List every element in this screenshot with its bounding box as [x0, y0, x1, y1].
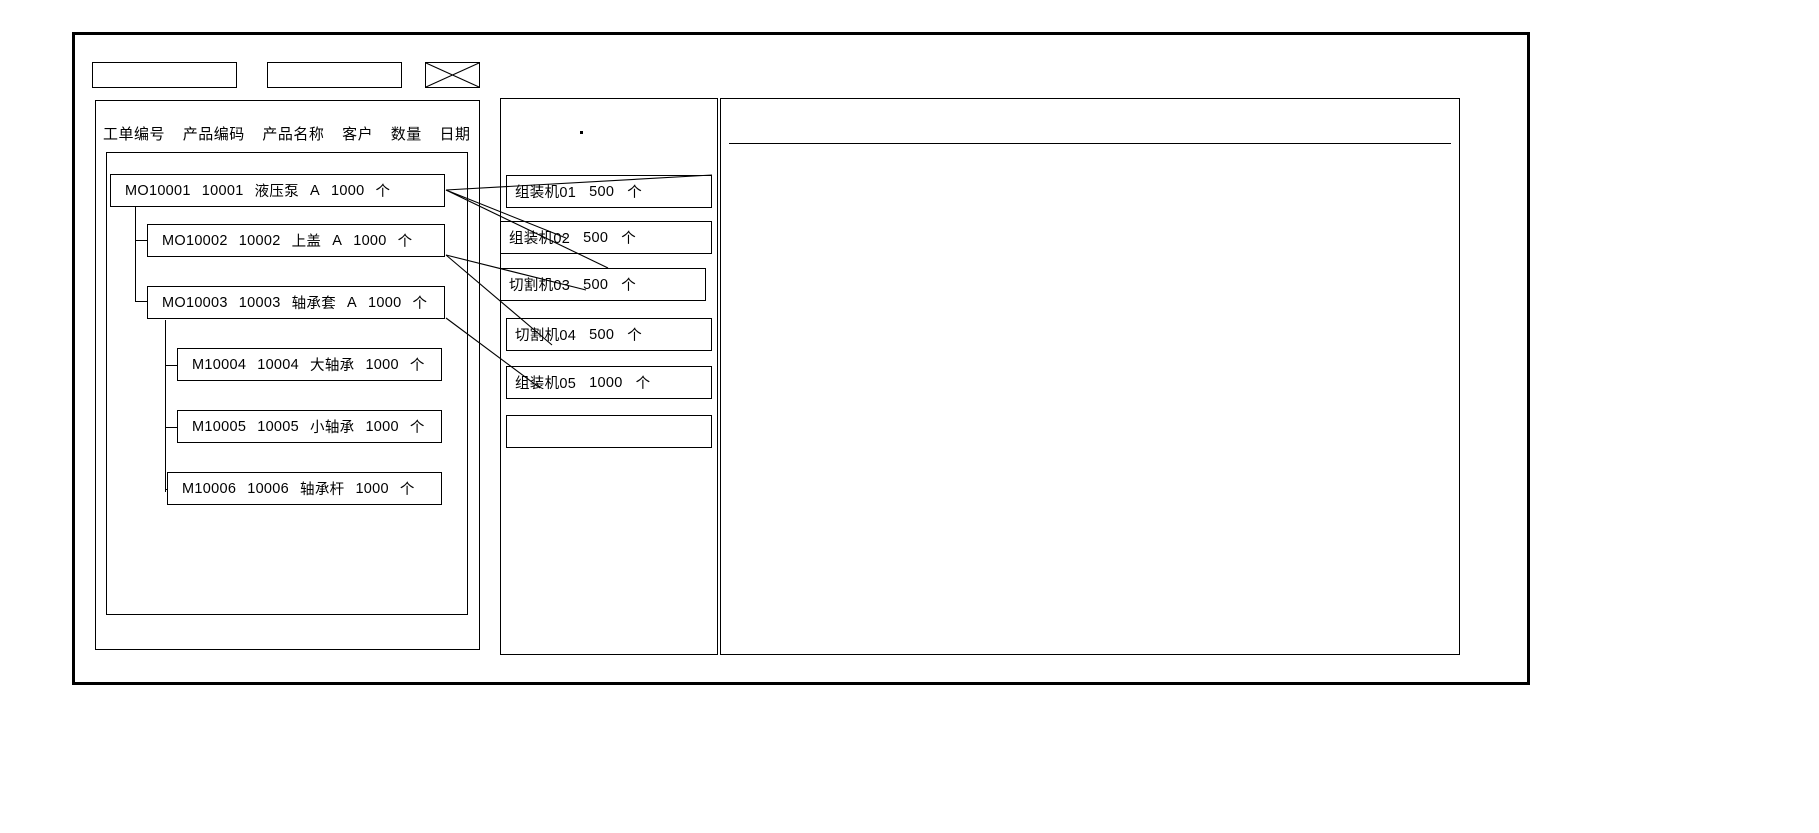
row-product-code: 10006: [247, 480, 290, 497]
row-unit: 个: [409, 420, 425, 436]
detail-panel-header-divider: [729, 143, 1451, 144]
toolbar-box-2[interactable]: [267, 62, 402, 88]
tree-connector: [135, 301, 147, 303]
list-item[interactable]: 组装机01 500 个: [506, 175, 712, 208]
list-item[interactable]: 切割机03 500 个: [500, 268, 706, 301]
tree-container: [106, 152, 468, 615]
row-product-code: 10005: [257, 418, 300, 435]
tree-connector: [165, 427, 177, 429]
row-unit: 个: [375, 184, 391, 200]
row-unit: 个: [409, 358, 425, 374]
tree-connector: [165, 365, 177, 367]
row-customer: A: [332, 232, 343, 249]
row-order-no: MO10001: [125, 182, 191, 199]
machine-qty: 500: [589, 326, 615, 343]
tree-column-headers: 工单编号 产品编码 产品名称 客户 数量 日期: [103, 123, 483, 144]
tree-connector: [165, 320, 167, 492]
row-product-name: 上盖: [291, 234, 322, 250]
row-order-no: MO10002: [162, 232, 228, 249]
row-unit: 个: [399, 482, 415, 498]
row-qty: 1000: [331, 182, 365, 199]
panel-marker-dot: [580, 131, 583, 134]
close-cross-icon[interactable]: [425, 62, 480, 88]
machine-unit: 个: [627, 328, 643, 344]
machine-qty: 500: [583, 229, 609, 246]
tree-connector: [135, 204, 137, 256]
list-item[interactable]: 切割机04 500 个: [506, 318, 712, 351]
row-qty: 1000: [368, 294, 402, 311]
list-item[interactable]: 组装机02 500 个: [500, 221, 712, 254]
machine-qty: 500: [583, 276, 609, 293]
table-row[interactable]: MO10001 10001 液压泵 A 1000 个: [110, 174, 445, 207]
row-unit: 个: [412, 296, 428, 312]
table-row[interactable]: MO10002 10002 上盖 A 1000 个: [147, 224, 445, 257]
row-product-name: 大轴承: [310, 358, 355, 374]
machine-qty: 1000: [589, 374, 623, 391]
row-product-code: 10002: [238, 232, 281, 249]
machine-name: 组装机05: [515, 376, 577, 392]
row-product-code: 10001: [201, 182, 244, 199]
row-order-no: M10005: [192, 418, 247, 435]
table-row[interactable]: M10004 10004 大轴承 1000 个: [177, 348, 442, 381]
table-row[interactable]: M10005 10005 小轴承 1000 个: [177, 410, 442, 443]
table-row[interactable]: MO10003 10003 轴承套 A 1000 个: [147, 286, 445, 319]
row-qty: 1000: [355, 480, 389, 497]
machine-unit: 个: [627, 185, 643, 201]
list-item-empty[interactable]: [506, 415, 712, 448]
row-order-no: M10004: [192, 356, 247, 373]
row-product-name: 轴承套: [291, 296, 337, 312]
machine-unit: 个: [621, 278, 637, 294]
machine-unit: 个: [635, 376, 651, 392]
row-product-code: 10003: [238, 294, 281, 311]
machine-name: 组装机01: [515, 185, 577, 201]
machine-qty: 500: [589, 183, 615, 200]
row-customer: A: [347, 294, 357, 311]
row-product-name: 轴承杆: [300, 482, 345, 498]
toolbar-box-1[interactable]: [92, 62, 237, 88]
column-header-qty: 数量: [390, 126, 422, 143]
column-header-customer: 客户: [342, 126, 374, 143]
column-header-date: 日期: [439, 126, 471, 143]
row-qty: 1000: [365, 418, 399, 435]
row-order-no: MO10003: [162, 294, 228, 311]
tree-connector: [135, 240, 137, 302]
detail-panel: [720, 98, 1460, 655]
column-header-product-name: 产品名称: [262, 126, 325, 143]
machine-name: 切割机04: [515, 328, 577, 344]
row-customer: A: [310, 182, 320, 199]
row-product-code: 10004: [257, 356, 300, 373]
column-header-product-code: 产品编码: [182, 126, 245, 143]
machine-name: 切割机03: [509, 278, 571, 294]
row-product-name: 液压泵: [254, 184, 300, 200]
row-product-name: 小轴承: [310, 420, 355, 436]
tree-connector: [135, 240, 147, 242]
row-unit: 个: [397, 234, 413, 250]
machine-name: 组装机02: [509, 231, 571, 247]
machine-unit: 个: [621, 231, 637, 247]
row-qty: 1000: [365, 356, 399, 373]
list-item[interactable]: 组装机05 1000 个: [506, 366, 712, 399]
row-order-no: M10006: [182, 480, 237, 497]
table-row[interactable]: M10006 10006 轴承杆 1000 个: [167, 472, 442, 505]
column-header-order-no: 工单编号: [103, 126, 166, 143]
row-qty: 1000: [353, 232, 387, 249]
